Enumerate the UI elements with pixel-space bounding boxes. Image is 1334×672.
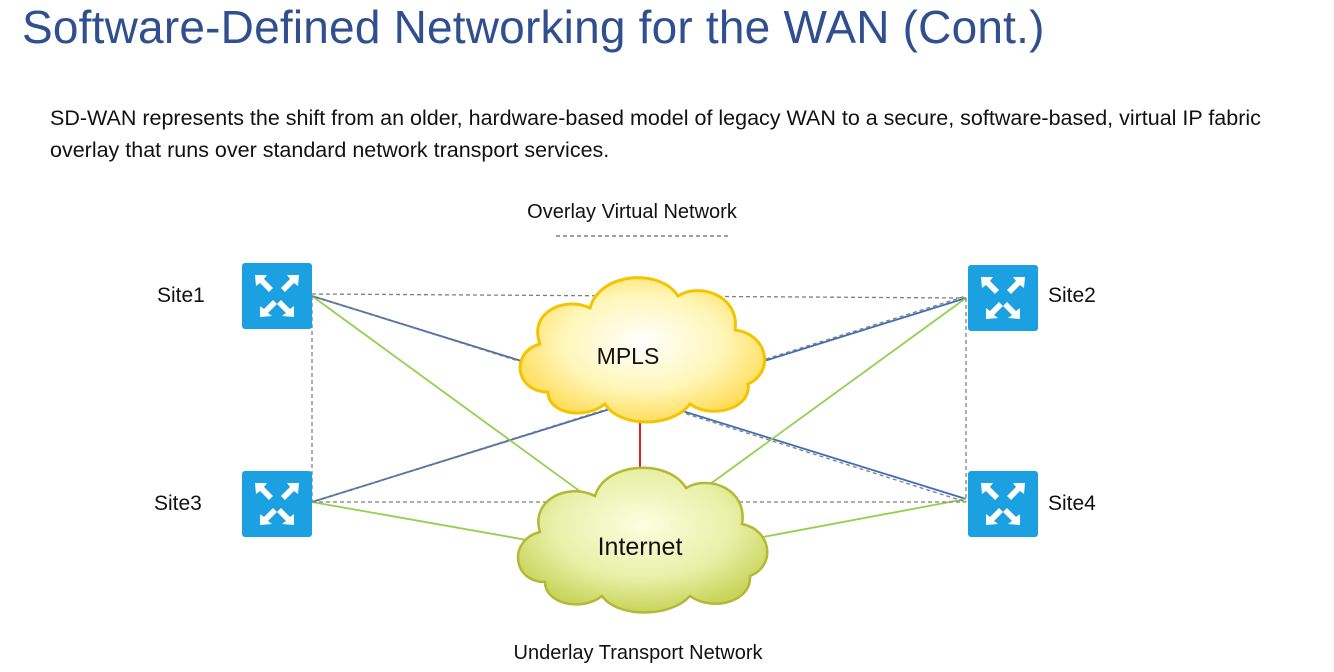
site3-label: Site3: [154, 492, 202, 515]
overlay-network-label: Overlay Virtual Network: [527, 201, 738, 223]
mpls-label: MPLS: [597, 343, 660, 369]
slide-title: Software-Defined Networking for the WAN …: [22, 1, 1045, 53]
router-site3-icon: [242, 471, 312, 537]
mpls-cloud: MPLS: [518, 276, 766, 424]
site4-label: Site4: [1048, 492, 1096, 515]
internet-label: Internet: [598, 533, 683, 561]
slide-paragraph: SD-WAN represents the shift from an olde…: [50, 106, 1261, 162]
underlay-network-label: Underlay Transport Network: [514, 642, 764, 664]
site1-label: Site1: [157, 284, 205, 307]
overlay-link-site1-site4: [311, 295, 967, 503]
router-site1-icon: [242, 263, 312, 329]
overlay-link-site3-site2: [311, 295, 967, 503]
router-site2-icon: [968, 265, 1038, 331]
router-site4-icon: [968, 471, 1038, 537]
internet-cloud: Internet: [516, 466, 769, 614]
site2-label: Site2: [1048, 284, 1096, 307]
